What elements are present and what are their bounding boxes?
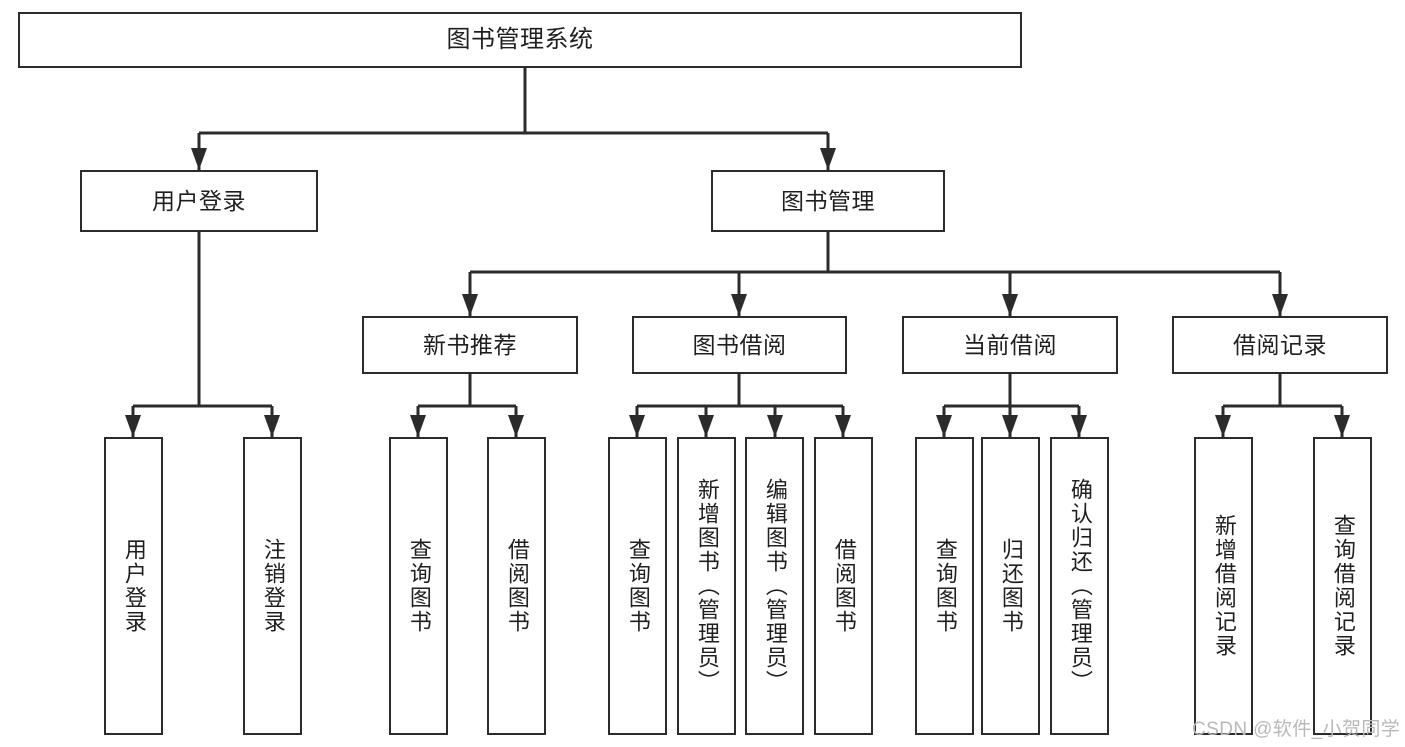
node-leaf-borrow-book-1[interactable]: 借阅图书 [487, 437, 546, 735]
node-label-leaf-logout: 注销登录 [260, 538, 286, 634]
node-leaf-query-book-2[interactable]: 查询图书 [608, 437, 667, 735]
node-leaf-return-book[interactable]: 归还图书 [981, 437, 1040, 735]
arrowhead-icon-current-split-2 [1071, 415, 1087, 437]
node-label-leaf-add-record: 新增借阅记录 [1211, 514, 1237, 658]
node-records[interactable]: 借阅记录 [1172, 316, 1388, 374]
arrowhead-icon-current-split-0 [936, 415, 952, 437]
node-label-leaf-return-book: 归还图书 [998, 538, 1024, 634]
arrowhead-icon-borrow-split-0 [629, 415, 645, 437]
arrowhead-icon-bookmgmt-split-1 [731, 294, 747, 316]
node-leaf-query-book-3[interactable]: 查询图书 [915, 437, 974, 735]
node-root[interactable]: 图书管理系统 [18, 12, 1022, 68]
node-label-leaf-query-record: 查询借阅记录 [1330, 514, 1356, 658]
node-label-leaf-borrow-book-1: 借阅图书 [504, 538, 530, 634]
node-label-leaf-user-login: 用户登录 [121, 538, 147, 634]
node-label-login: 用户登录 [152, 187, 246, 214]
arrowhead-icon-records-split-0 [1215, 415, 1231, 437]
node-label-borrow: 图书借阅 [692, 331, 787, 358]
node-leaf-edit-book[interactable]: 编辑图书（管理员） [745, 437, 804, 735]
arrowhead-icon-records-split-1 [1334, 415, 1350, 437]
arrowhead-icon-current-split-1 [1002, 415, 1018, 437]
node-leaf-add-book[interactable]: 新增图书（管理员） [677, 437, 736, 735]
node-borrow[interactable]: 图书借阅 [632, 316, 847, 374]
arrowhead-icon-bookmgmt-split-0 [462, 294, 478, 316]
node-label-leaf-confirm-return: 确认归还（管理员） [1067, 478, 1093, 694]
node-label-leaf-query-book-2: 查询图书 [625, 538, 651, 634]
node-label-leaf-edit-book: 编辑图书（管理员） [762, 478, 788, 694]
node-label-leaf-add-book: 新增图书（管理员） [694, 478, 720, 694]
node-leaf-add-record[interactable]: 新增借阅记录 [1194, 437, 1253, 735]
node-leaf-logout[interactable]: 注销登录 [243, 437, 302, 735]
node-login[interactable]: 用户登录 [80, 170, 318, 232]
arrowhead-icon-borrow-split-1 [698, 415, 714, 437]
node-label-leaf-borrow-book-2: 借阅图书 [831, 538, 857, 634]
watermark-text: CSDN @软件_小贺同学 [1192, 719, 1401, 740]
arrowhead-icon-bookmgmt-split-3 [1272, 294, 1288, 316]
arrowhead-icon-borrow-split-3 [835, 415, 851, 437]
node-label-records: 借阅记录 [1233, 331, 1327, 358]
arrowhead-icon-login-split-0 [125, 415, 141, 437]
arrowhead-icon-newbook-split-1 [508, 415, 524, 437]
node-leaf-query-record[interactable]: 查询借阅记录 [1313, 437, 1372, 735]
node-leaf-query-book-1[interactable]: 查询图书 [389, 437, 448, 735]
arrowhead-icon-newbook-split-0 [410, 415, 426, 437]
node-label-current: 当前借阅 [963, 331, 1057, 358]
node-newbook[interactable]: 新书推荐 [362, 316, 578, 374]
node-label-leaf-query-book-1: 查询图书 [406, 538, 432, 634]
arrowhead-icon-bookmgmt-split-2 [1002, 294, 1018, 316]
arrowhead-icon-borrow-split-2 [767, 415, 783, 437]
node-leaf-user-login[interactable]: 用户登录 [104, 437, 163, 735]
node-label-root: 图书管理系统 [446, 26, 594, 54]
node-leaf-borrow-book-2[interactable]: 借阅图书 [814, 437, 873, 735]
node-bookmgmt[interactable]: 图书管理 [711, 170, 945, 232]
node-leaf-confirm-return[interactable]: 确认归还（管理员） [1050, 437, 1109, 735]
arrowhead-icon-root-split-1 [820, 148, 836, 170]
node-label-newbook: 新书推荐 [423, 331, 517, 358]
node-label-leaf-query-book-3: 查询图书 [932, 538, 958, 634]
arrowhead-icon-login-split-1 [264, 415, 280, 437]
arrowhead-icon-root-split-0 [191, 148, 207, 170]
node-label-bookmgmt: 图书管理 [781, 187, 875, 214]
node-current[interactable]: 当前借阅 [902, 316, 1118, 374]
